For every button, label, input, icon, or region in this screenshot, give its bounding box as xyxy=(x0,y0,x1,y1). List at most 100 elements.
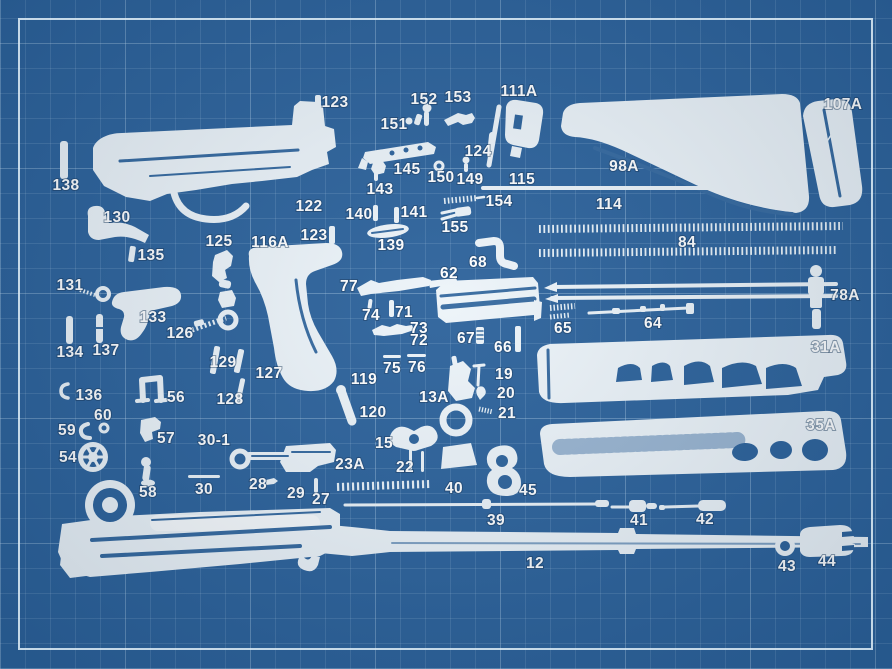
part-pin-141 xyxy=(394,207,399,223)
part-label-77: 77 xyxy=(340,278,358,295)
part-label-56: 56 xyxy=(167,389,185,406)
part-lever-130 xyxy=(87,205,149,243)
part-label-58: 58 xyxy=(139,484,157,501)
part-buttplate-107A xyxy=(803,98,863,208)
part-spring-84 xyxy=(538,222,844,257)
part-label-42: 42 xyxy=(696,511,714,528)
part-plate-76 xyxy=(407,354,426,357)
part-ring-150 xyxy=(433,160,445,172)
part-bracket-153 xyxy=(444,113,475,126)
part-label-68: 68 xyxy=(469,254,487,271)
part-label-140: 140 xyxy=(345,206,372,223)
part-nut-43 xyxy=(775,536,795,556)
part-label-66: 66 xyxy=(494,339,512,356)
part-label-126: 126 xyxy=(166,325,193,342)
part-pin-138 xyxy=(60,141,68,179)
part-label-44: 44 xyxy=(818,553,836,570)
part-label-133: 133 xyxy=(139,309,166,326)
part-label-22: 22 xyxy=(396,459,414,476)
part-label-151: 151 xyxy=(380,116,407,133)
part-label-20: 20 xyxy=(497,385,515,402)
part-label-124: 124 xyxy=(464,143,491,160)
part-label-57: 57 xyxy=(157,430,175,447)
part-pin-129 xyxy=(209,346,221,374)
part-label-127: 127 xyxy=(255,365,282,382)
part-label-115: 115 xyxy=(509,171,535,188)
part-label-84: 84 xyxy=(678,234,696,251)
part-label-65: 65 xyxy=(554,320,572,337)
part-spring-131 xyxy=(79,286,111,302)
part-label-59: 59 xyxy=(58,422,76,439)
part-label-29: 29 xyxy=(287,485,305,502)
part-cleaning-rod-39 xyxy=(343,499,609,509)
part-fork-155 xyxy=(440,206,472,221)
part-bits-151 xyxy=(405,113,423,126)
part-label-67: 67 xyxy=(457,330,475,347)
part-plunger-119-120 xyxy=(336,385,357,426)
part-label-129: 129 xyxy=(209,354,236,371)
part-rod-section-41 xyxy=(610,500,657,512)
part-pin-123-top xyxy=(315,95,321,113)
part-label-21: 21 xyxy=(498,405,516,422)
part-slide-145 xyxy=(358,142,436,170)
part-label-72: 72 xyxy=(410,332,428,349)
part-label-74: 74 xyxy=(362,307,380,324)
leader-line-107A xyxy=(819,113,850,199)
part-detent-20 xyxy=(476,386,486,400)
part-label-123-mid: 123 xyxy=(300,227,327,244)
part-sear-screw-126 xyxy=(193,319,205,327)
part-label-122: 122 xyxy=(295,198,322,215)
part-label-141: 141 xyxy=(400,204,427,221)
part-label-155: 155 xyxy=(441,219,468,236)
part-label-125: 125 xyxy=(205,233,232,250)
part-charging-handle-assembly xyxy=(229,443,336,472)
part-bolt-111A xyxy=(505,99,544,158)
part-label-28: 28 xyxy=(249,476,267,493)
part-label-39: 39 xyxy=(487,512,505,529)
part-label-107A: 107A xyxy=(824,96,863,113)
part-swivel-15 xyxy=(389,425,438,451)
part-label-35A: 35A xyxy=(806,417,836,434)
part-label-119: 119 xyxy=(351,371,377,388)
part-label-54: 54 xyxy=(59,449,77,466)
part-spring-154 xyxy=(443,195,486,204)
part-piston-rods-78A xyxy=(544,265,838,329)
part-staple-56 xyxy=(135,375,168,403)
part-label-116A: 116A xyxy=(251,234,289,251)
part-pin-67 xyxy=(476,327,484,344)
part-latch-143 xyxy=(371,160,386,181)
part-label-41: 41 xyxy=(630,512,648,529)
part-label-60: 60 xyxy=(94,407,112,424)
part-pin-123-mid xyxy=(329,226,335,244)
part-label-131: 131 xyxy=(56,277,83,294)
part-hook-68 xyxy=(475,237,518,270)
part-dust-cover-31A xyxy=(537,334,847,404)
part-label-114: 114 xyxy=(596,196,622,213)
part-lower-receiver xyxy=(93,101,336,223)
part-label-78A: 78A xyxy=(830,287,860,304)
part-label-23A: 23A xyxy=(335,456,365,473)
part-label-152: 152 xyxy=(410,91,437,108)
part-pin-134 xyxy=(66,316,73,344)
part-label-64: 64 xyxy=(644,315,662,332)
part-magazine-62 xyxy=(436,277,542,323)
part-label-19: 19 xyxy=(495,366,513,383)
part-plate-75 xyxy=(383,355,401,358)
part-label-120: 120 xyxy=(359,404,386,421)
part-label-12: 12 xyxy=(526,555,544,572)
part-plate-30 xyxy=(188,475,220,478)
part-label-76: 76 xyxy=(408,359,426,376)
part-lever-73-72 xyxy=(372,324,414,336)
part-pistol-grip-116A xyxy=(248,243,343,392)
part-label-27: 27 xyxy=(312,491,330,508)
part-rod-114 xyxy=(481,182,744,195)
part-rear-sight-13A xyxy=(439,355,477,469)
part-label-31A: 31A xyxy=(811,339,841,356)
part-pin-19 xyxy=(472,363,486,387)
part-handguard-35A xyxy=(540,410,847,477)
part-label-138: 138 xyxy=(52,177,79,194)
part-label-149: 149 xyxy=(456,171,483,188)
